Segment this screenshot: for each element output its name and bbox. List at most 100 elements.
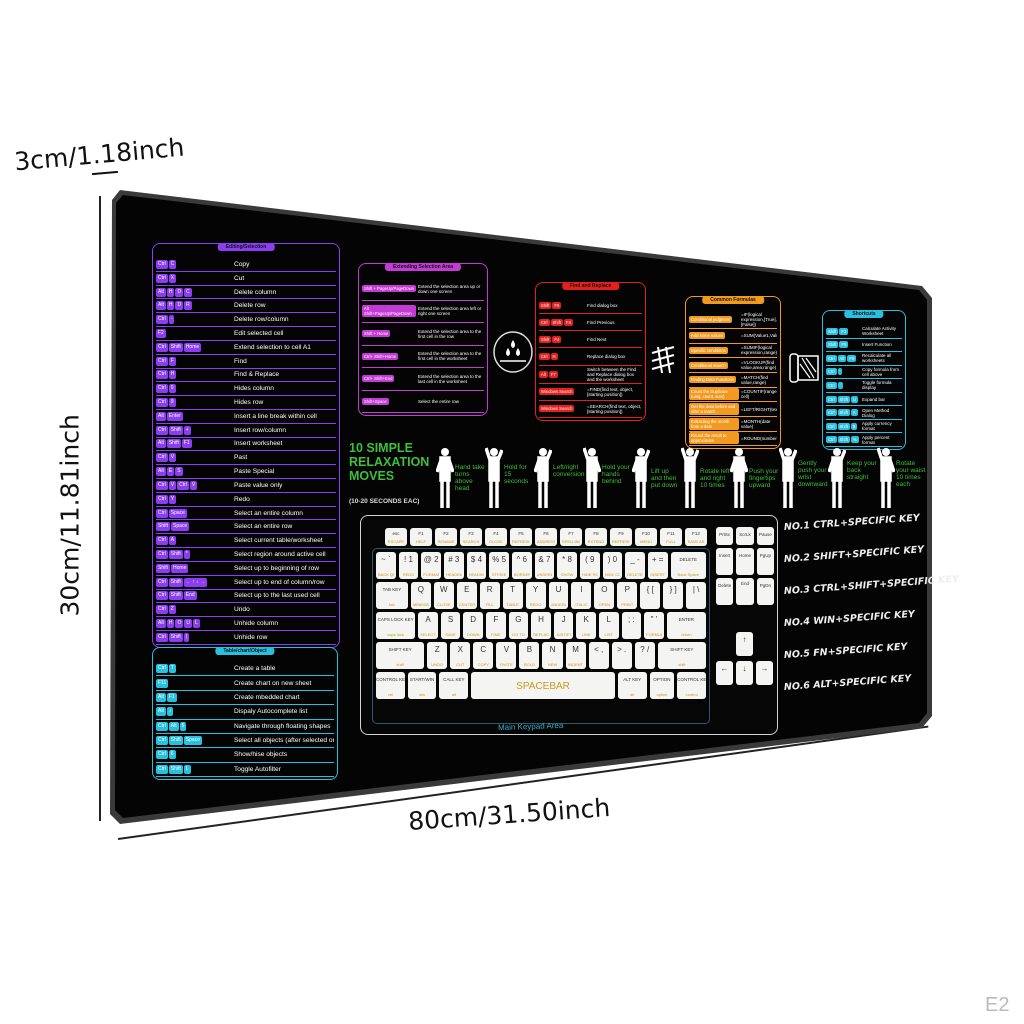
keyboard-key[interactable]: → bbox=[756, 661, 773, 685]
keyboard-key[interactable]: > . bbox=[611, 642, 632, 669]
keyboard-key[interactable]: SPACEBAR bbox=[471, 672, 615, 699]
key-chip: 9 bbox=[168, 398, 176, 408]
keyboard-key[interactable]: PgDn bbox=[756, 578, 774, 605]
keyboard-key[interactable]: # 3HEADING bbox=[443, 552, 464, 579]
keyboard-key[interactable]: QMINIMIZE bbox=[410, 582, 431, 609]
keyboard-key[interactable]: $ 4HEADING bbox=[466, 552, 487, 579]
keyboard-key[interactable]: { [ bbox=[640, 582, 661, 609]
keyboard-key[interactable]: CONTROL KEYctrl bbox=[376, 672, 405, 699]
keyboard-key[interactable]: + =INSERT bbox=[647, 552, 668, 579]
keyboard-key[interactable]: _ -DELETE bbox=[625, 552, 645, 579]
keyboard-key[interactable]: ← bbox=[716, 661, 733, 685]
keyboard-key[interactable]: Insert bbox=[716, 548, 734, 575]
keyboard-key[interactable]: CONTROL KEYcontrol bbox=[677, 672, 706, 699]
keyboard-key[interactable]: Delete bbox=[716, 578, 734, 605]
key-chip: 0 bbox=[168, 384, 176, 394]
keyboard-key[interactable]: PrtSc bbox=[716, 527, 734, 545]
keyboard-key[interactable]: ↓ bbox=[736, 661, 753, 685]
key-label: ^ 6 bbox=[516, 555, 527, 564]
keyboard-key[interactable]: HREPLACE bbox=[531, 612, 551, 639]
keyboard-key[interactable]: | \ bbox=[686, 582, 707, 609]
keyboard-key[interactable]: Pause bbox=[756, 527, 774, 545]
keyboard-key[interactable]: ScrLk bbox=[736, 527, 754, 545]
keyboard-key[interactable]: ↑ bbox=[736, 632, 753, 656]
keyboard-key[interactable]: Home bbox=[736, 548, 754, 575]
keyboard-key[interactable]: ~ `BACK QUOTE bbox=[376, 552, 396, 579]
keyboard-key[interactable]: End bbox=[736, 578, 754, 605]
key-chip: Count the Duplicate (uniq, count, sum) bbox=[689, 388, 739, 401]
keyboard-key[interactable]: < , bbox=[588, 642, 609, 669]
key-label: @ 2 bbox=[423, 555, 439, 564]
keyboard-key[interactable]: ; : bbox=[621, 612, 642, 639]
keyboard-key[interactable]: " 'FORMULA bbox=[644, 612, 664, 639]
key-label: F10 bbox=[642, 531, 650, 536]
key-chip: Ctrl bbox=[826, 395, 837, 403]
key-label: Insert bbox=[719, 553, 731, 558]
keyboard-key[interactable]: } ] bbox=[663, 582, 684, 609]
keyboard-key[interactable]: UUNDERLINE bbox=[548, 582, 569, 609]
shortcut-action: Extend the selection area left or right … bbox=[418, 306, 482, 317]
key-sublabel: control bbox=[685, 692, 698, 697]
shortcut-action: Paste Special bbox=[234, 468, 275, 476]
keyboard-key[interactable]: ? / bbox=[634, 642, 655, 669]
key-chip: F5 bbox=[552, 301, 562, 309]
keyboard-key[interactable]: PgUp bbox=[756, 548, 774, 575]
keyboard-key[interactable]: & 7UNDERLINE bbox=[534, 552, 555, 579]
